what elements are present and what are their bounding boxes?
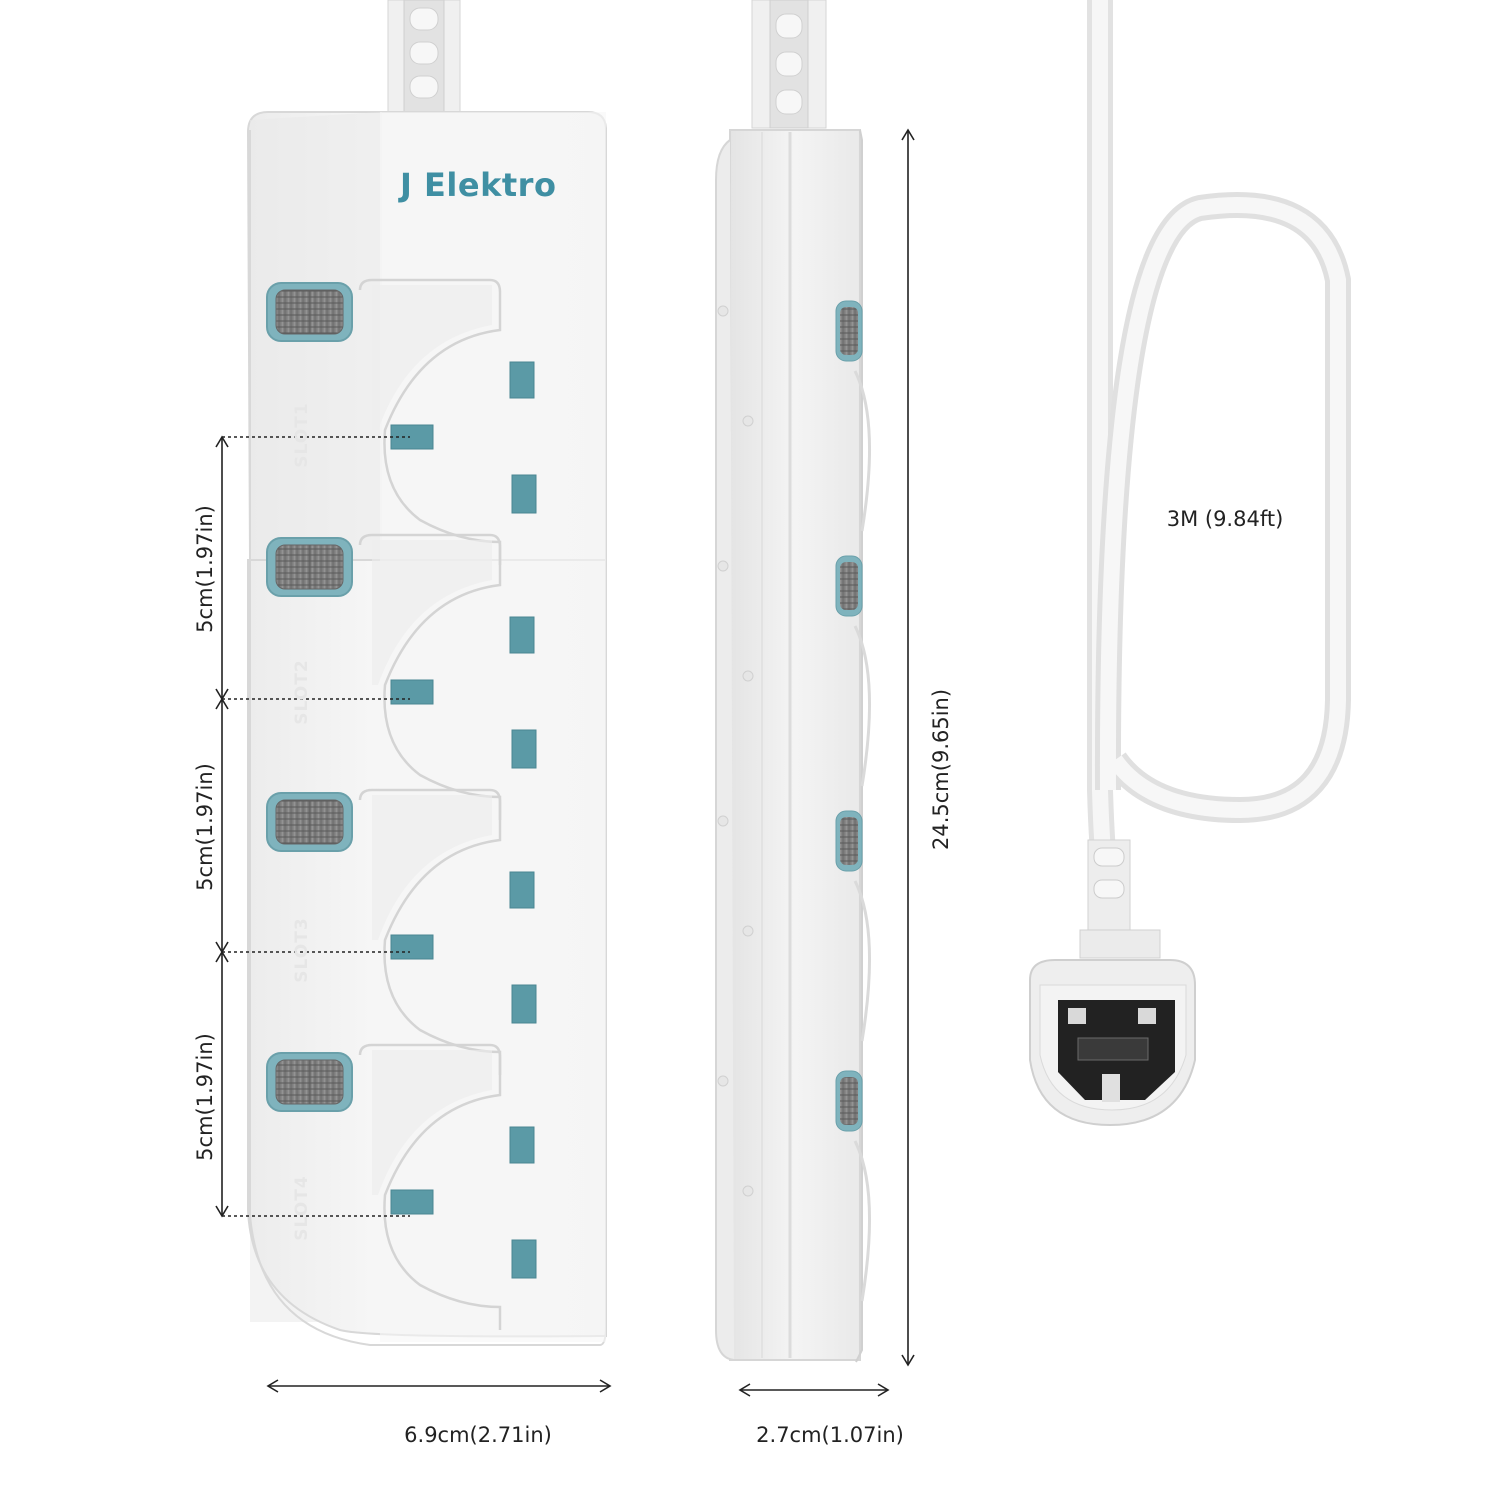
dimension-lines: [215, 128, 915, 1397]
front-cable: [387, 0, 461, 113]
side-view: [715, 0, 863, 1363]
earth-pin-hole: [509, 871, 535, 909]
rocker-switch: [266, 1052, 353, 1112]
slot-label-3: SLOT3: [292, 917, 312, 983]
socket-outlet: [358, 533, 537, 820]
neutral-pin-hole: [511, 1239, 537, 1279]
neutral-pin-hole: [511, 984, 537, 1024]
brand-name: J Elektro: [400, 166, 557, 204]
rocker-switch: [266, 537, 353, 597]
slot-label-2: SLOT2: [292, 659, 312, 725]
earth-pin-hole: [509, 1126, 535, 1164]
live-pin-hole: [390, 934, 434, 960]
length-label: 24.5cm(9.65in): [929, 688, 953, 850]
spacing-label-2: 5cm(1.97in): [193, 763, 217, 891]
depth-label: 2.7cm(1.07in): [756, 1423, 904, 1447]
cable-length-label: 3M (9.84ft): [1166, 507, 1284, 531]
rocker-switch: [266, 282, 353, 342]
slot-label-4: SLOT4: [292, 1175, 312, 1241]
coiled-cable: [1079, 0, 1351, 959]
side-cable: [751, 0, 827, 129]
earth-pin-hole: [509, 616, 535, 654]
spacing-label-1: 5cm(1.97in): [193, 505, 217, 633]
side-switch: [717, 810, 871, 1042]
neutral-pin-hole: [511, 474, 537, 514]
slot-label-1: SLOT1: [292, 402, 312, 468]
spacing-label-3: 5cm(1.97in): [193, 1033, 217, 1161]
earth-pin-hole: [509, 361, 535, 399]
socket-outlet: [358, 1043, 537, 1330]
uk-plug: [1029, 959, 1196, 1127]
socket-outlet: [358, 278, 537, 565]
brand-logo: J Elektro: [400, 166, 556, 204]
live-pin-hole: [390, 679, 434, 705]
side-details: [717, 300, 871, 1302]
front-sockets: [358, 278, 537, 1330]
socket-outlet: [358, 788, 537, 1075]
front-switches: [266, 282, 353, 1112]
width-label: 6.9cm(2.71in): [404, 1423, 552, 1447]
side-switch: [717, 1070, 871, 1302]
rocker-switch: [266, 792, 353, 852]
neutral-pin-hole: [511, 729, 537, 769]
side-switch: [717, 555, 871, 787]
side-switch: [717, 300, 871, 532]
live-pin-hole: [390, 1189, 434, 1215]
